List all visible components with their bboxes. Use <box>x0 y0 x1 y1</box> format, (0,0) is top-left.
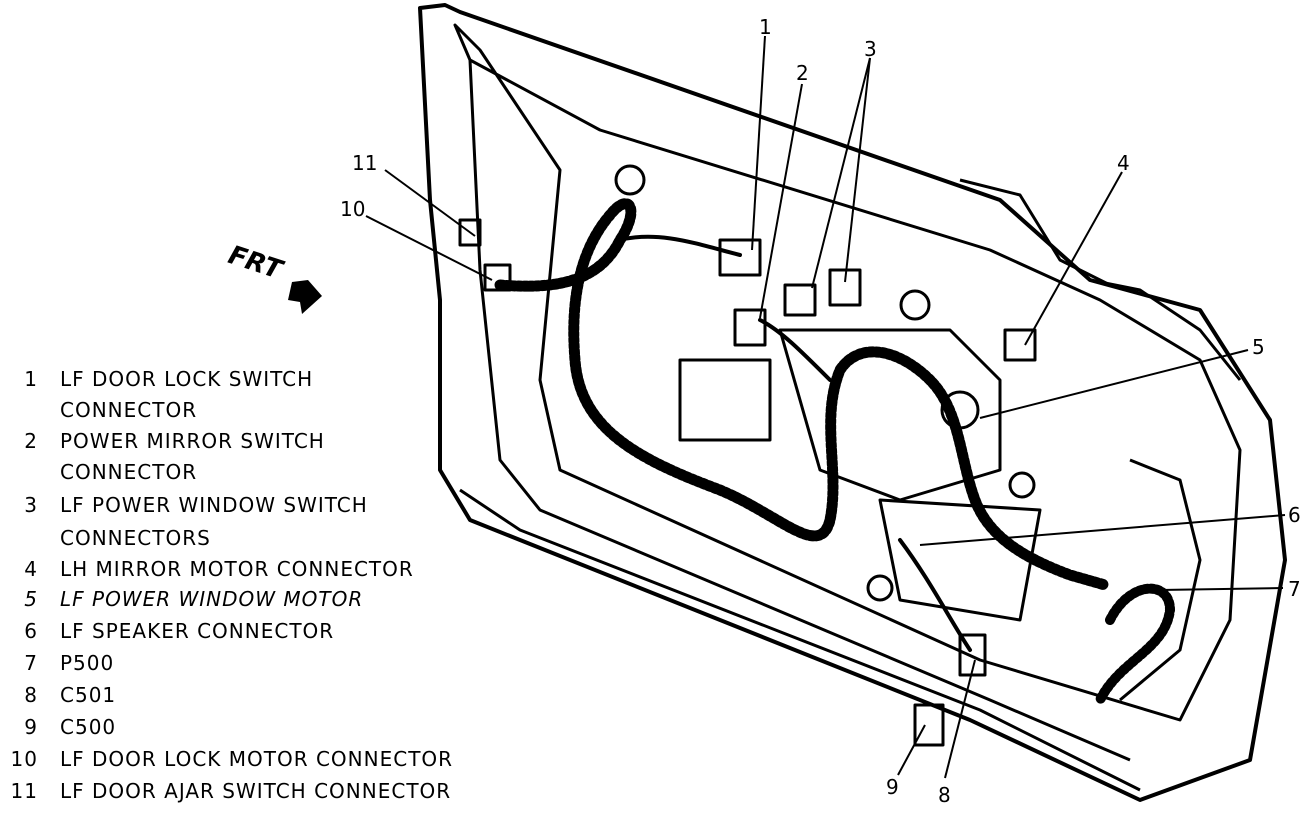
legend-number: 11 <box>10 779 38 803</box>
callout-4: 4 <box>1117 151 1130 175</box>
legend-text: LF DOOR AJAR SWITCH CONNECTOR <box>60 779 452 803</box>
door-panel <box>418 3 1287 802</box>
callout-5: 5 <box>1252 335 1265 359</box>
legend-text: LF SPEAKER CONNECTOR <box>60 619 335 643</box>
callout-3: 3 <box>864 37 877 61</box>
legend-text: C501 <box>60 683 117 707</box>
legend-number: 9 <box>24 715 38 739</box>
legend-text: LF DOOR LOCK SWITCH <box>60 367 314 391</box>
legend-number: 2 <box>24 429 38 453</box>
legend-text: POWER MIRROR SWITCH <box>60 429 325 453</box>
front-direction-indicator: FRT <box>225 240 322 314</box>
legend-number: 5 <box>24 587 38 611</box>
callout-2: 2 <box>796 61 809 85</box>
legend-text: LF POWER WINDOW MOTOR <box>60 587 364 611</box>
legend-text: LF DOOR LOCK MOTOR CONNECTOR <box>60 747 454 771</box>
legend-number: 6 <box>24 619 38 643</box>
frt-label: FRT <box>225 240 288 286</box>
legend-text-continued: CONNECTOR <box>60 398 198 422</box>
legend-number: 3 <box>24 493 38 517</box>
frt-arrow-icon <box>288 280 322 314</box>
callout-6: 6 <box>1288 503 1301 527</box>
legend-text-continued: CONNECTOR <box>60 460 198 484</box>
legend-text: C500 <box>60 715 117 739</box>
callout-11: 11 <box>352 151 377 175</box>
legend-text: LF POWER WINDOW SWITCH <box>60 493 368 517</box>
legend-number: 4 <box>24 557 38 581</box>
callout-8: 8 <box>938 783 951 807</box>
legend-number: 8 <box>24 683 38 707</box>
legend-text: LH MIRROR MOTOR CONNECTOR <box>60 557 414 581</box>
callout-labels: 1 2 3 4 5 6 7 8 9 10 11 <box>340 15 1301 807</box>
legend-number: 1 <box>24 367 38 391</box>
wiring-harness <box>494 198 1176 705</box>
legend-number: 7 <box>24 651 38 675</box>
callout-9: 9 <box>886 775 899 799</box>
callout-7: 7 <box>1288 577 1301 601</box>
legend-text: P500 <box>60 651 115 675</box>
legend-text-continued: CONNECTORS <box>60 526 211 550</box>
leader-lines <box>365 35 1286 779</box>
callout-10: 10 <box>340 197 365 221</box>
legend-number: 10 <box>10 747 38 771</box>
callout-1: 1 <box>759 15 772 39</box>
